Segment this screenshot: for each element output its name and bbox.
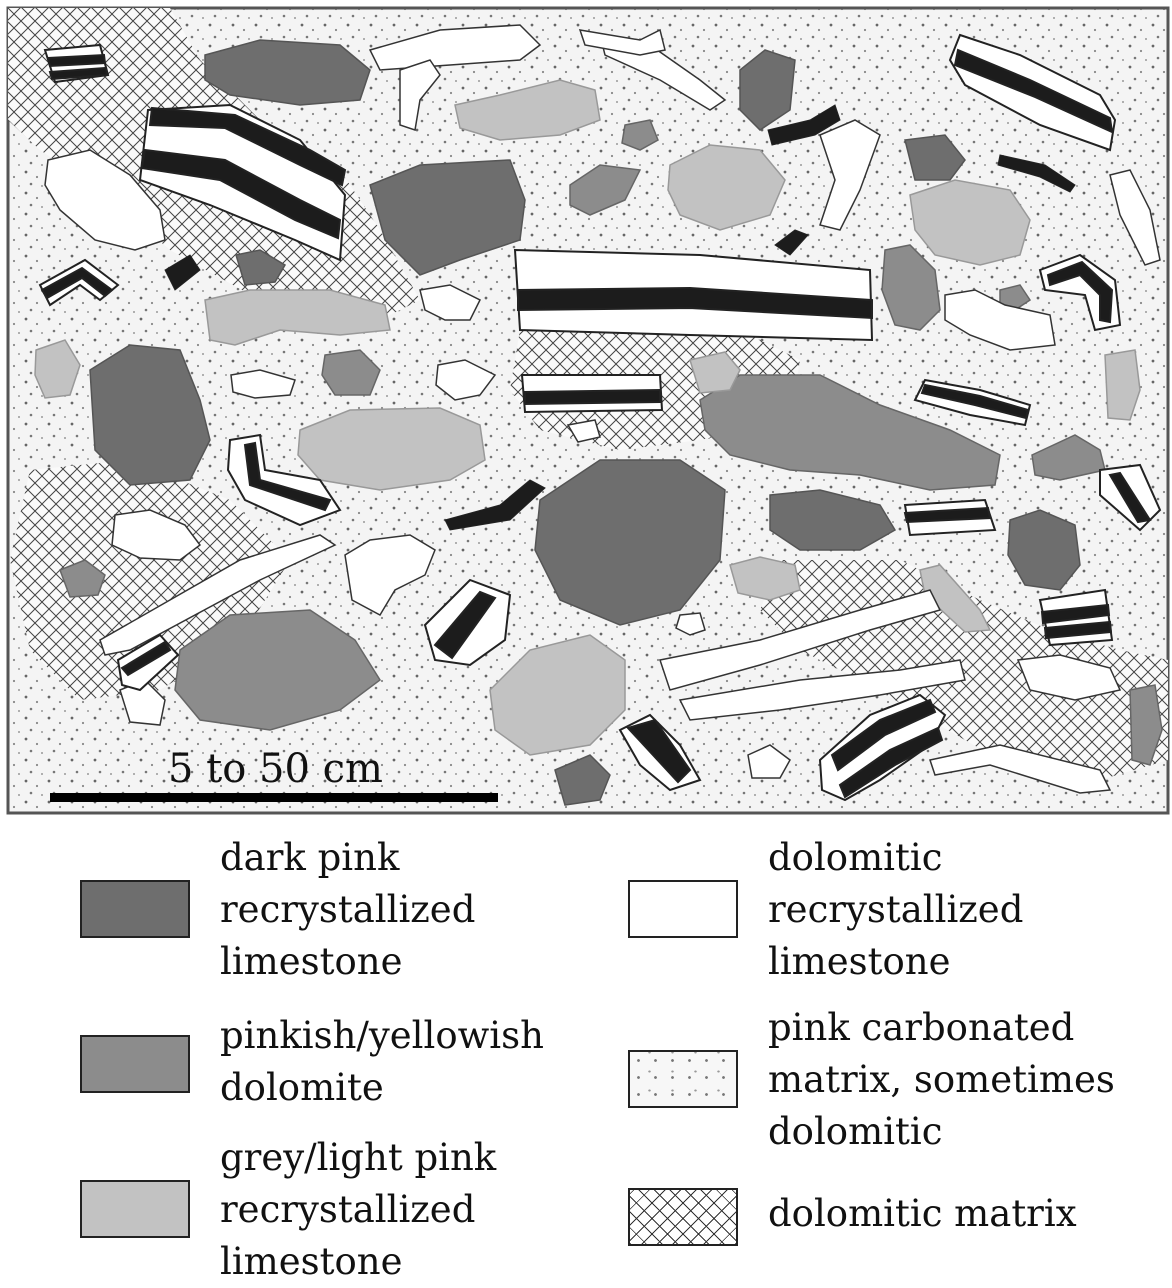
banded-clast-right-2 (1040, 590, 1112, 645)
legend-label-dolomitic-limestone: dolomitic recrystallized limestone (768, 832, 1148, 988)
legend-label-pinkish-yellowish: pinkish/yellowish dolomite (220, 1010, 600, 1114)
legend-label-dark-pink: dark pink recrystallized limestone (220, 832, 580, 988)
legend-label-pink-matrix: pink carbonated matrix, sometimes dolomi… (768, 1002, 1158, 1158)
legend-label-grey-light-pink: grey/light pink recrystallized limestone (220, 1132, 600, 1288)
legend-swatch-dolomitic-limestone (628, 880, 738, 938)
legend-swatch-dark-pink (80, 880, 190, 938)
banded-strip-middle (522, 375, 662, 412)
legend-swatch-dolomitic-matrix (628, 1188, 738, 1246)
legend-swatch-pinkish-yellowish (80, 1035, 190, 1093)
banded-clast-right-3 (905, 500, 995, 535)
breccia-sketch: 5 to 50 cm (0, 0, 1172, 820)
legend-swatch-pink-matrix (628, 1050, 738, 1108)
legend-label-dolomitic-matrix: dolomitic matrix (768, 1188, 1158, 1240)
legend-swatch-grey-light-pink (80, 1180, 190, 1238)
scale-bar-line (50, 793, 498, 802)
banded-small-top-left (45, 45, 108, 82)
legend: dark pink recrystallized limestone pinki… (0, 820, 1172, 1287)
scale-bar-label: 5 to 50 cm (168, 746, 383, 792)
